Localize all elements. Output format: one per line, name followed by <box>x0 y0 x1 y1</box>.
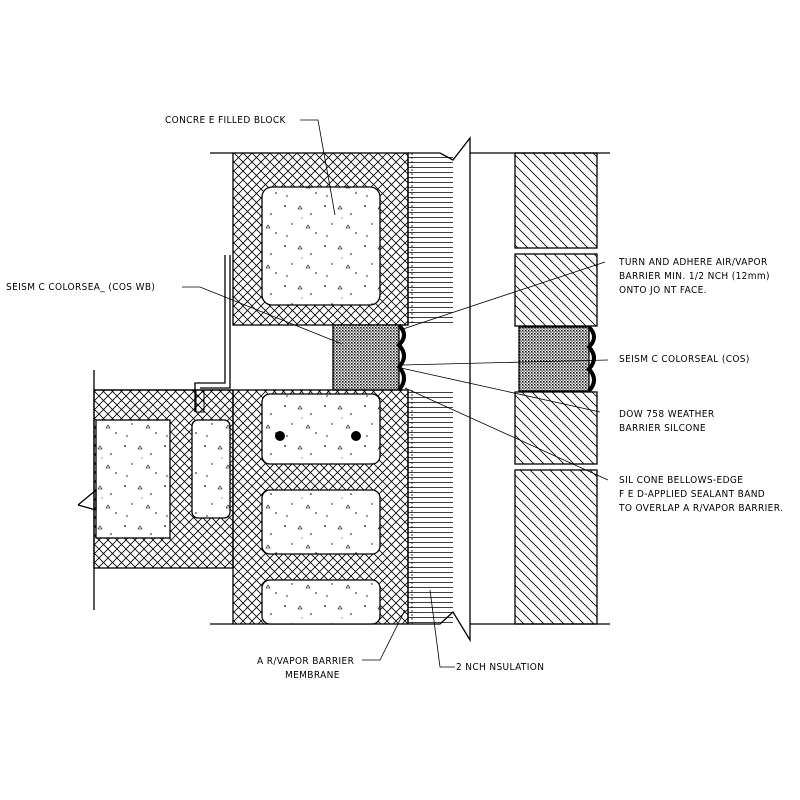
label-dow-line2: BARRIER SILCONE <box>619 423 706 434</box>
lower-cmu-block <box>232 389 409 625</box>
flashing <box>194 255 231 413</box>
label-seismic-colorseal-wb: SEISM C COLORSEA_ (COS WB) <box>6 282 156 293</box>
insulation-lower <box>407 390 453 624</box>
right-veneer <box>514 152 598 625</box>
label-seismic-colorseal-cos: SEISM C COLORSEAL (COS) <box>619 354 750 365</box>
label-bellows-line2: F E D-APPLIED SEALANT BAND <box>619 489 766 500</box>
label-concrete-filled-block: CONCRE E FILLED BLOCK <box>165 115 286 126</box>
upper-cmu-block <box>232 152 409 326</box>
label-insulation: 2 NCH NSULATION <box>456 662 545 673</box>
label-air-vapor-line2: MEMBRANE <box>285 670 340 681</box>
label-turn-adhere-line1: TURN AND ADHERE AIR/VAPOR <box>619 257 768 268</box>
label-air-vapor-line1: A R/VAPOR BARRIER <box>257 656 355 667</box>
label-bellows-line1: SIL CONE BELLOWS-EDGE <box>619 475 744 486</box>
leader-lines <box>182 119 609 668</box>
insulation-upper <box>407 153 453 325</box>
label-dow-line1: DOW 758 WEATHER <box>619 409 715 420</box>
seismic-colorseal-cos <box>518 325 596 393</box>
label-turn-adhere-line3: ONTO JO NT FACE. <box>619 285 707 296</box>
seismic-colorseal-wb <box>332 323 406 392</box>
floor-slab <box>77 370 234 610</box>
label-turn-adhere-line2: BARRIER MIN. 1/2 NCH (12mm) <box>619 271 770 282</box>
label-bellows-line3: TO OVERLAP A R/VAPOR BARRIER. <box>619 503 784 514</box>
